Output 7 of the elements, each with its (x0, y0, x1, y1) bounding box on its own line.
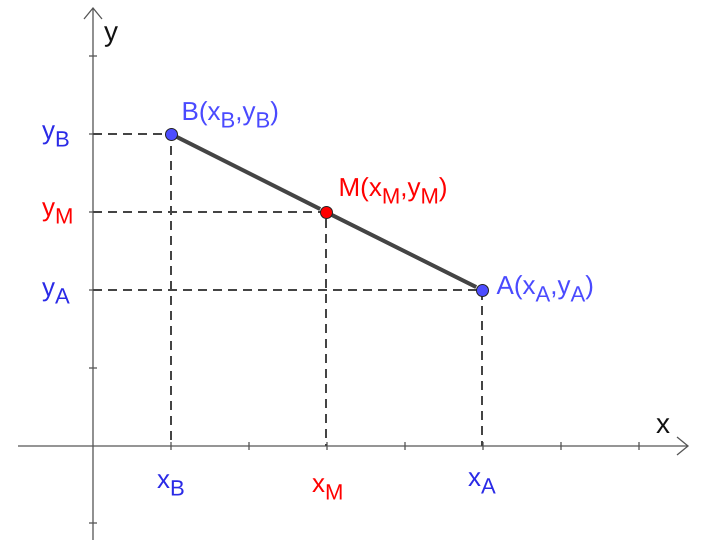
line-segment (330, 213, 478, 289)
point-marker (320, 206, 332, 218)
axis-label: x (656, 410, 670, 438)
line-segment (176, 135, 322, 211)
point-marker (476, 284, 488, 296)
point-marker (164, 128, 178, 140)
axis-label: y (104, 18, 118, 46)
